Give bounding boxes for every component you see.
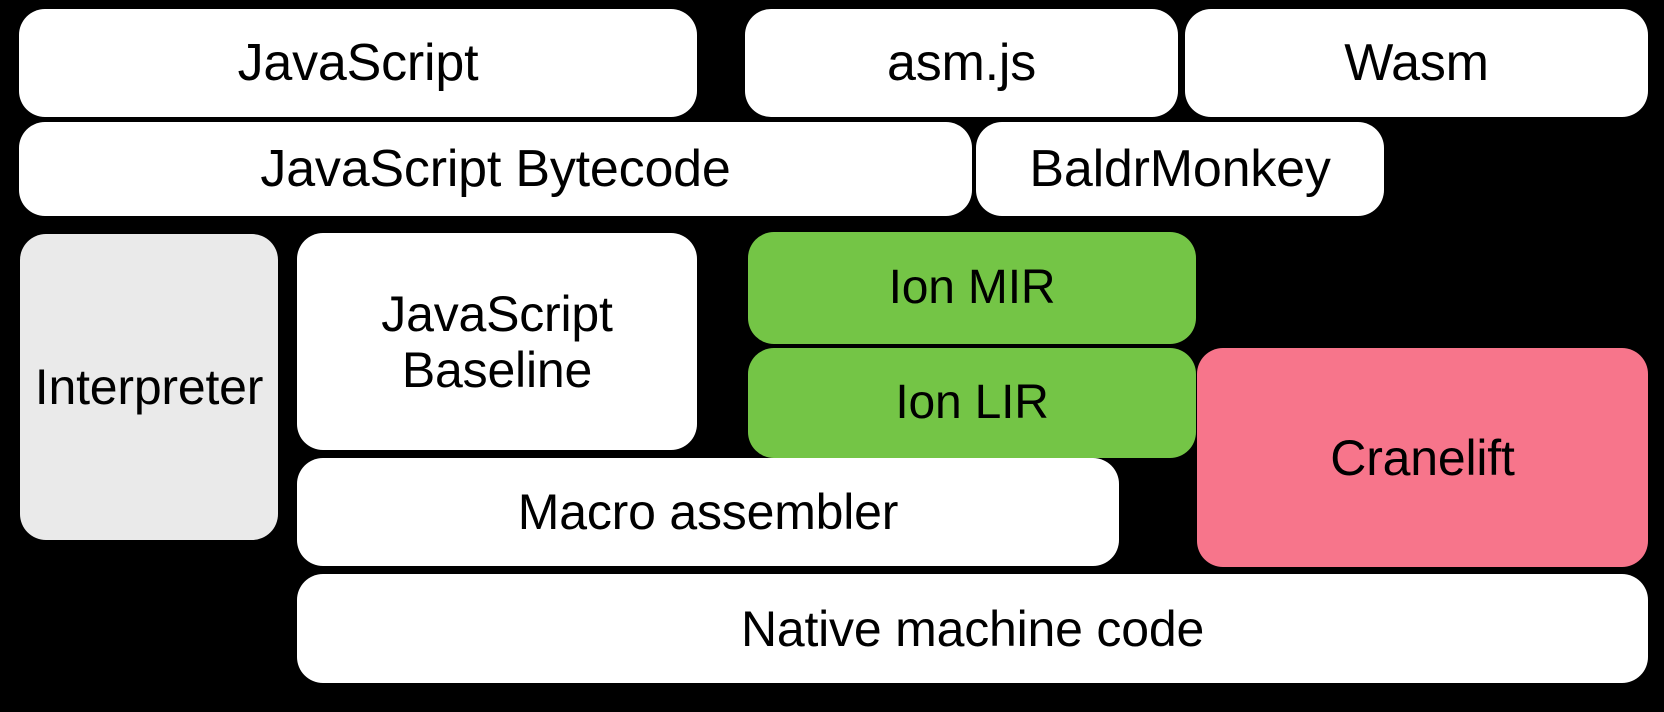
node-ion-lir: Ion LIR [748, 348, 1196, 458]
node-javascript: JavaScript [19, 9, 697, 117]
node-ion-mir: Ion MIR [748, 232, 1196, 344]
node-baldrmonkey: BaldrMonkey [976, 122, 1384, 216]
node-javascript-baseline: JavaScript Baseline [297, 233, 697, 450]
node-cranelift: Cranelift [1197, 348, 1648, 567]
node-native-machine-code: Native machine code [297, 574, 1648, 683]
node-interpreter: Interpreter [20, 234, 278, 540]
node-asm-js: asm.js [745, 9, 1178, 117]
node-macro-assembler: Macro assembler [297, 458, 1119, 566]
node-javascript-bytecode: JavaScript Bytecode [19, 122, 972, 216]
node-wasm: Wasm [1185, 9, 1648, 117]
